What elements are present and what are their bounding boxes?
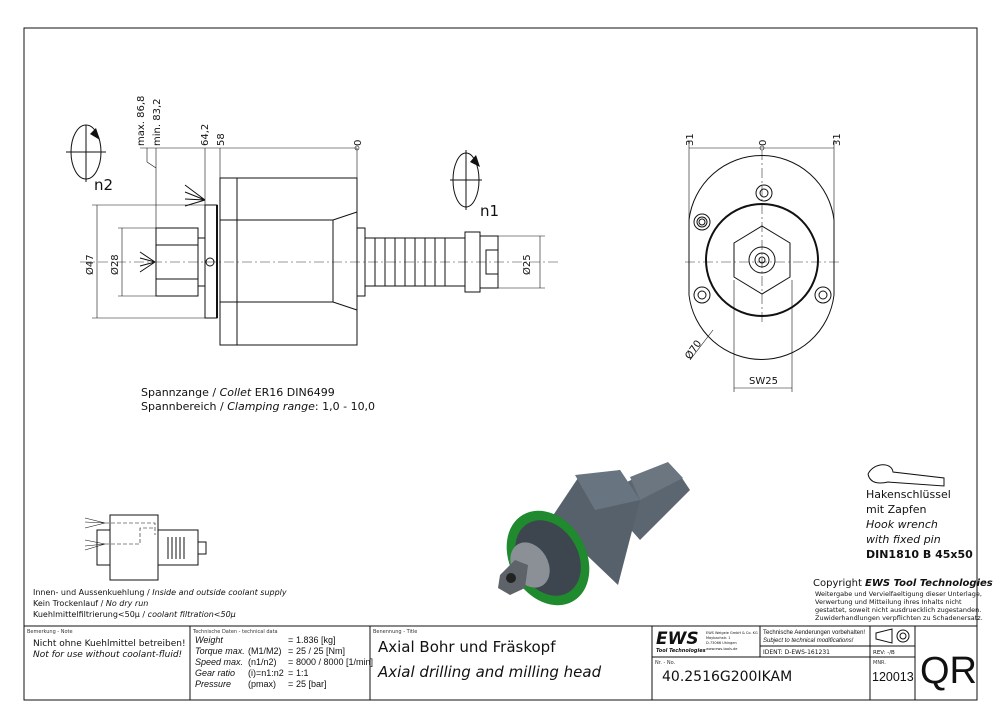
flange — [204, 204, 218, 319]
dim-sw25: SW25 — [749, 376, 778, 387]
dim-dia25: Ø25 — [521, 254, 533, 275]
svg-text:with fixed pin: with fixed pin — [866, 533, 941, 546]
svg-text:Zuwiderhandlungen verpflichten: Zuwiderhandlungen verpflichten zu Schade… — [815, 614, 983, 622]
coolant-spray-icon — [139, 184, 206, 273]
svg-text:Weitergabe und Vervielfaeltigu: Weitergabe und Vervielfaeltigung dieser … — [815, 590, 982, 598]
screw-holes — [693, 184, 832, 304]
coolant-info: Innen- und Aussenkuehlung / Inside and o… — [33, 588, 287, 619]
mnr-label: MNR. — [873, 660, 886, 666]
n2-label: n2 — [94, 176, 113, 194]
tech-row-value: 1.836 [kg] — [296, 635, 336, 645]
dim-zero: 0 — [353, 140, 364, 146]
ews-logo-sub: Tool Technologies — [656, 648, 706, 654]
tech-row-name: Weight — [195, 635, 223, 645]
ews-logo: EWS — [656, 629, 699, 649]
tech-row-name: Speed max. — [195, 657, 243, 667]
svg-text:D-73066 Uhingen: D-73066 Uhingen — [706, 641, 737, 645]
rotation-n2-icon — [66, 124, 106, 182]
svg-text:Spannzange / Collet ER16 D: Spannzange / Collet ER16 DIN6499 — [141, 386, 335, 399]
collet-info: Spannzange / Collet ER16 DIN6499 Spannbe… — [141, 386, 375, 413]
tech-row-value: 25 [bar] — [296, 679, 327, 689]
svg-text:Kuehlmittelfiltrierung<50µ / c: Kuehlmittelfiltrierung<50µ / coolant fil… — [33, 610, 236, 619]
tech-row-eq: = — [288, 646, 293, 656]
note-de: Nicht ohne Kuehlmittel betreiben! — [33, 639, 186, 649]
svg-text:Hook wrench: Hook wrench — [866, 518, 938, 531]
svg-text:mit Zapfen: mit Zapfen — [866, 503, 926, 516]
dim-zero-front: 0 — [758, 140, 769, 146]
front-view: 31 0 31 SW25 Ø70 — [683, 133, 843, 392]
copyright-notice: Copyright EWS Tool Technologies Weiterga… — [813, 578, 993, 622]
note-label: Bemerkung - Note — [27, 629, 73, 635]
tech-row-name: Gear ratio — [195, 668, 235, 678]
svg-text:Verwertung und Mitteilung ihre: Verwertung und Mitteilung ihres Inhalts … — [815, 598, 962, 606]
tech-row-eq: = — [288, 657, 293, 667]
title-en: Axial drilling and milling head — [377, 663, 602, 681]
tech-row-param: (pmax) — [248, 679, 276, 689]
tech-row-param: (M1/M2) — [248, 646, 282, 656]
tech-row-value: 1:1 — [296, 668, 309, 678]
dim-dia47: Ø47 — [84, 254, 96, 275]
tech-row-param: (n1/n2) — [248, 657, 277, 667]
tech-label: Technische Daten - technical data — [192, 629, 278, 635]
part-number: 40.2516G200IKAM — [662, 669, 792, 685]
dim-max: max. 86,8 — [136, 96, 147, 146]
changes-de: Technische Aenderungen vorbehalten! — [763, 630, 865, 636]
svg-text:Innen- und Aussenkuehlung / In: Innen- und Aussenkuehlung / Inside and o… — [33, 588, 287, 597]
svg-text:EWS Weigele GmbH & Co. KG: EWS Weigele GmbH & Co. KG — [706, 631, 758, 635]
tech-row-eq: = — [288, 635, 293, 645]
wrench-info: Hakenschlüssel mit Zapfen Hook wrench wi… — [866, 488, 973, 561]
svg-text:Spannbereich / Clamping range:: Spannbereich / Clamping range: 1,0 - 10,… — [141, 400, 375, 413]
svg-text:Maybachstr. 1: Maybachstr. 1 — [706, 636, 731, 640]
dim-31-left: 31 — [685, 133, 696, 146]
dim-dia28: Ø28 — [109, 254, 121, 275]
tech-row-eq: = — [288, 679, 293, 689]
qr-label: QR — [920, 650, 977, 692]
tech-row-name: Pressure — [195, 679, 231, 689]
dim-58: 58 — [216, 133, 227, 146]
svg-text:Hakenschlüssel: Hakenschlüssel — [866, 488, 951, 501]
hook-wrench-icon — [867, 464, 945, 487]
side-view: n2 n1 — [66, 96, 560, 346]
tech-row-value: 25 / 25 [Nm] — [296, 646, 345, 656]
svg-text:www.ews-tools.de: www.ews-tools.de — [706, 647, 737, 651]
tech-row-name: Torque max. — [195, 646, 245, 656]
svg-text:gestattet, soweit nicht ausdru: gestattet, soweit nicht ausdruecklich zu… — [815, 606, 981, 614]
ident: IDENT: D-EWS-161231 — [763, 649, 830, 656]
housing — [219, 177, 358, 346]
title-label: Benennung - Title — [373, 629, 417, 635]
n1-label: n1 — [480, 202, 499, 220]
dim-min: min. 83,2 — [152, 99, 163, 146]
product-render — [498, 462, 690, 606]
tech-data-table: Weight=1.836 [kg]Torque max.(M1/M2)=25 /… — [195, 635, 373, 689]
projection-symbol-icon — [875, 628, 910, 644]
drawing-frame — [23, 27, 978, 701]
rotation-n1-icon — [450, 150, 482, 210]
svg-text:DIN1810 B 45x50: DIN1810 B 45x50 — [866, 548, 973, 561]
mnr: 120013 — [872, 670, 914, 684]
changes-en: Subject to technical modifications! — [763, 638, 854, 644]
coolant-schematic — [84, 514, 207, 581]
rev: REV: -/B — [873, 650, 895, 656]
svg-text:Kein Trockenlauf / No dry run: Kein Trockenlauf / No dry run — [33, 599, 148, 608]
svg-text:Copyright EWS Tool Technologie: Copyright EWS Tool Technologies — [813, 578, 993, 589]
front-flange-outline — [688, 155, 835, 360]
note-en: Not for use without coolant-fluid! — [33, 650, 182, 660]
dim-dia70: Ø70 — [683, 338, 705, 362]
hex-nut — [733, 225, 791, 295]
title-block: Bemerkung - Note Nicht ohne Kuehlmittel … — [24, 625, 977, 700]
tech-row-value: 8000 / 8000 [1/min] — [296, 657, 373, 667]
dim-64-2: 64,2 — [200, 124, 211, 146]
nr-label: Nr. - No. — [655, 660, 676, 666]
tech-row-eq: = — [288, 668, 293, 678]
dim-31-right: 31 — [832, 133, 843, 146]
tech-row-param: (i)=n1:n2 — [248, 668, 284, 678]
title-de: Axial Bohr und Fräskopf — [378, 638, 556, 656]
